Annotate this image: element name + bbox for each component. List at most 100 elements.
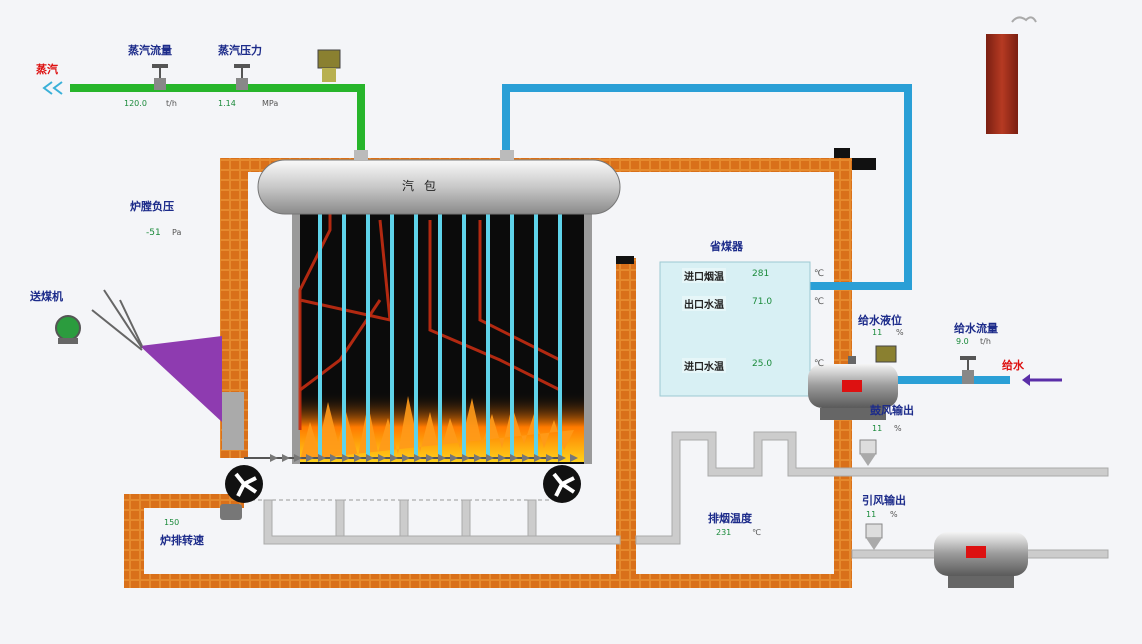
- steam-flow-value: 120.0: [124, 99, 147, 108]
- id-damper-icon: [865, 523, 883, 550]
- economizer-row-unit: ℃: [814, 269, 825, 279]
- fd-fan-value: 11: [872, 424, 883, 433]
- grate-tooth: [534, 454, 542, 462]
- steam-pressure-label: 蒸汽压力: [218, 44, 262, 57]
- feed-flow-unit: t/h: [980, 337, 991, 346]
- grate-tooth: [558, 454, 566, 462]
- furnace-pressure-label: 炉膛负压: [130, 200, 174, 213]
- chimney: [986, 16, 1037, 134]
- drum-label: 汽包: [402, 179, 447, 193]
- riser-tube: [462, 212, 466, 458]
- economizer-row-value: 281: [752, 269, 770, 279]
- grate-tooth: [318, 454, 326, 462]
- economizer-row-value: 25.0: [752, 359, 773, 369]
- grate-tooth: [474, 454, 482, 462]
- blower-label: 送煤机: [30, 290, 63, 303]
- grate-tooth: [390, 454, 398, 462]
- grate-tooth: [294, 454, 302, 462]
- brick-wall: [124, 148, 876, 588]
- economizer-row-label: 进口烟温: [682, 268, 726, 283]
- grate-wheel-right: [543, 465, 581, 503]
- economizer-row-value: 71.0: [752, 297, 773, 307]
- grate-speed-value: 150: [164, 518, 180, 527]
- fd-fan-icon: [808, 356, 898, 420]
- riser-tube: [510, 212, 514, 458]
- grate-tooth: [570, 454, 578, 462]
- economizer-row-unit: ℃: [814, 359, 825, 369]
- grate-tooth: [546, 454, 554, 462]
- coal-feeder-icon: [55, 315, 81, 344]
- riser-tube: [390, 212, 394, 458]
- grate-tooth: [330, 454, 338, 462]
- drum-level-unit: %: [896, 328, 904, 337]
- id-fan-value: 11: [866, 510, 877, 519]
- grate-tooth: [282, 454, 290, 462]
- steam-pressure-valve-icon: [234, 64, 250, 90]
- steam-flow-label: 蒸汽流量: [128, 44, 172, 57]
- steam-drum: [257, 150, 621, 215]
- steam-label: 蒸汽: [36, 63, 58, 76]
- feed-flow-label: 给水流量: [954, 322, 998, 335]
- steam-pressure-unit: MPa: [262, 99, 279, 108]
- steam-out-arrow-icon: [42, 81, 63, 95]
- steam-pipe: [70, 84, 365, 156]
- steam-gauge-icon: [317, 49, 341, 82]
- steam-flow-valve-icon: [152, 64, 168, 90]
- id-fan-unit: %: [890, 510, 898, 519]
- furnace-pressure-unit: Pa: [172, 228, 182, 237]
- riser-tube: [438, 212, 442, 458]
- feed-flow-value: 9.0: [956, 337, 969, 346]
- fd-fan-label: 鼓风输出: [870, 404, 914, 417]
- steam-flow-unit: t/h: [166, 99, 177, 108]
- feedwater-label: 给水: [1002, 359, 1024, 372]
- grate-motor-icon: [220, 504, 242, 520]
- grate-tooth: [426, 454, 434, 462]
- grate-tooth: [366, 454, 374, 462]
- drum-level-label: 给水液位: [858, 314, 902, 327]
- economizer-row-unit: ℃: [814, 297, 825, 307]
- grate-speed-label: 炉排转速: [160, 534, 204, 547]
- riser-tubes: [318, 212, 562, 458]
- exhaust-temp-label: 排烟温度: [708, 512, 752, 525]
- riser-tube: [534, 212, 538, 458]
- riser-tube: [558, 212, 562, 458]
- drum-level-gauge-icon: [875, 345, 897, 363]
- feedwater-in-arrow-icon: [1022, 374, 1062, 386]
- drum-level-value: 11: [872, 328, 883, 337]
- riser-tube: [486, 212, 490, 458]
- riser-tube: [414, 212, 418, 458]
- grate-tooth: [438, 454, 446, 462]
- grate-tooth: [510, 454, 518, 462]
- riser-tube: [366, 212, 370, 458]
- exhaust-temp-value: 231: [716, 528, 732, 537]
- furnace-pressure-value: -51: [146, 228, 161, 238]
- grate-tooth: [486, 454, 494, 462]
- grate-tooth: [342, 454, 350, 462]
- grate-tooth: [450, 454, 458, 462]
- feed-valve-icon: [960, 356, 976, 384]
- steam-pressure-value: 1.14: [218, 99, 236, 108]
- economizer: [659, 261, 811, 397]
- riser-tube: [342, 212, 346, 458]
- grate-tooth: [522, 454, 530, 462]
- grate-tooth: [270, 454, 278, 462]
- grate-tooth: [378, 454, 386, 462]
- grate-tooth: [306, 454, 314, 462]
- riser-tube: [318, 212, 322, 458]
- economizer-row-label: 出口水温: [682, 296, 726, 311]
- fd-damper-icon: [859, 439, 877, 466]
- grate-tooth: [354, 454, 362, 462]
- grate-wheel-left: [225, 465, 263, 503]
- coal-hopper: [91, 289, 244, 450]
- fd-fan-unit: %: [894, 424, 902, 433]
- id-fan-label: 引风输出: [862, 494, 906, 507]
- grate-tooth: [402, 454, 410, 462]
- exhaust-temp-unit: ℃: [752, 528, 761, 537]
- economizer-label: 省煤器: [710, 240, 743, 253]
- grate-tooth: [498, 454, 506, 462]
- id-fan-icon: [934, 532, 1028, 588]
- grate-tooth: [414, 454, 422, 462]
- grate-tooth: [462, 454, 470, 462]
